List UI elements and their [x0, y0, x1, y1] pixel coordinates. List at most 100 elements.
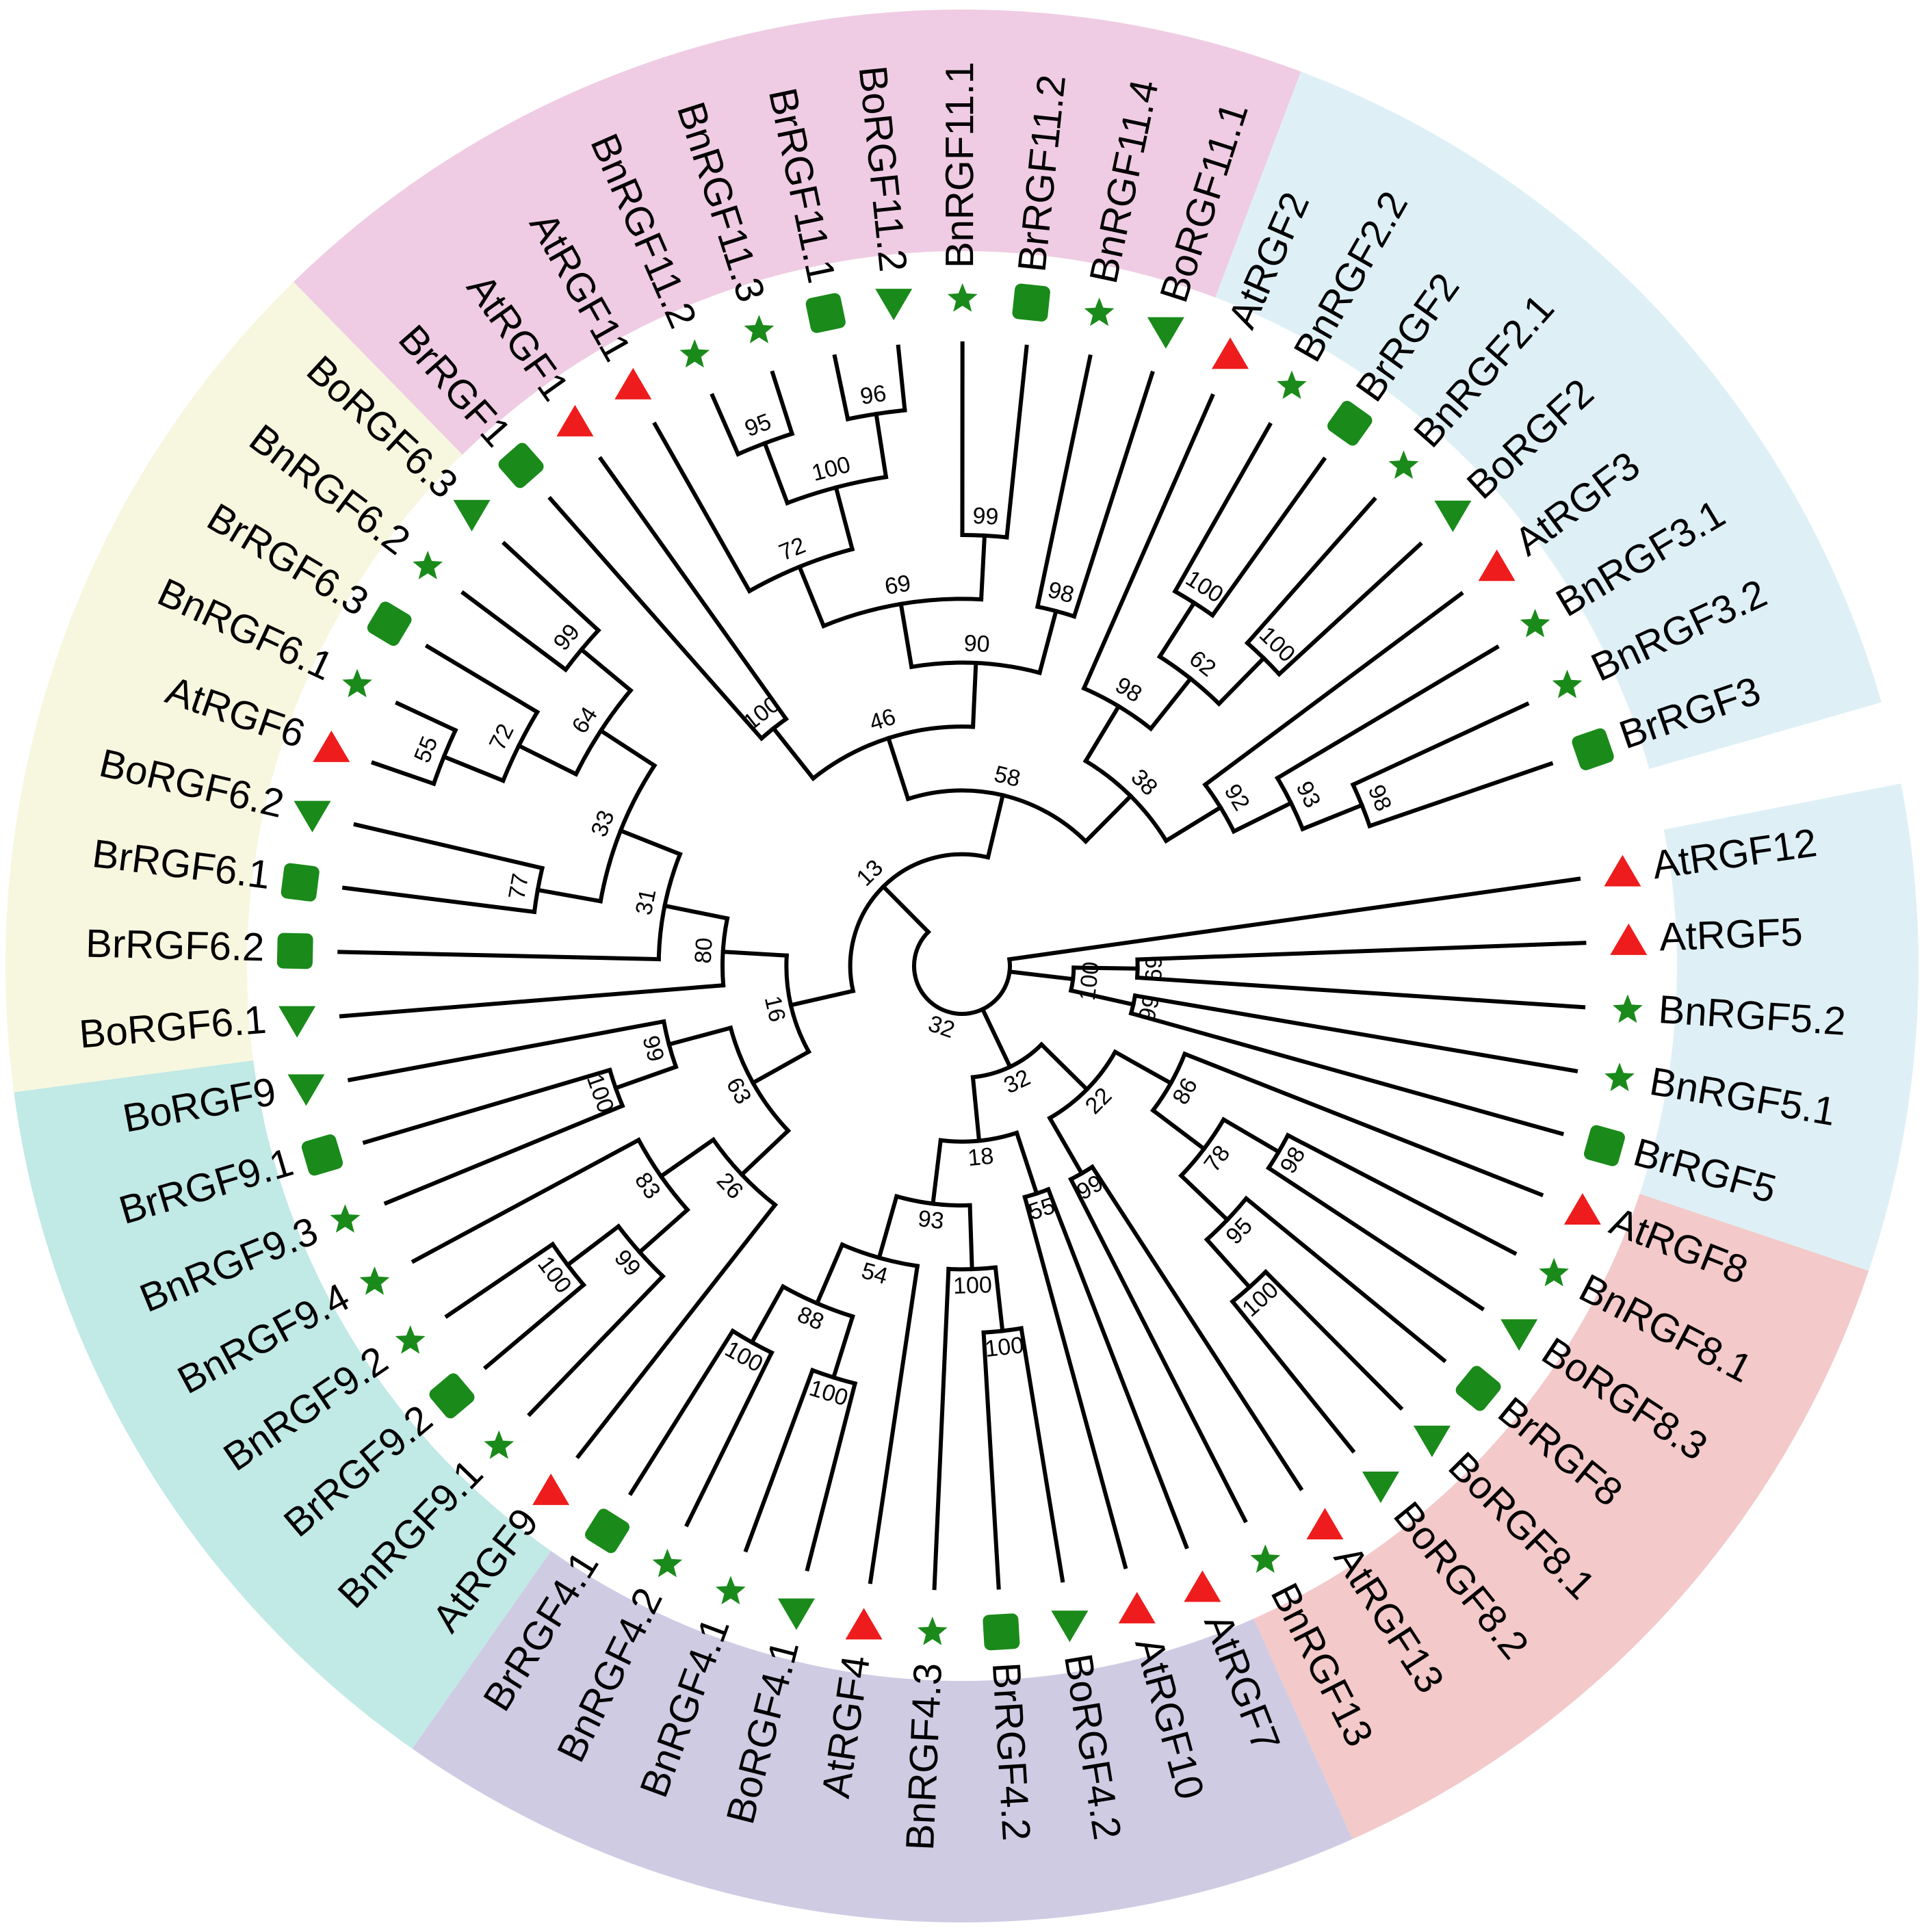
branch-arc	[780, 1283, 855, 1320]
branch-arc	[1081, 686, 1154, 732]
napus-star-marker	[484, 1430, 515, 1459]
branch-line	[788, 988, 856, 1008]
branch-arc	[1082, 758, 1169, 844]
branch-line	[1266, 1165, 1485, 1311]
bootstrap-value: 18	[967, 1143, 995, 1172]
branch-line	[762, 441, 790, 506]
branch-line	[383, 1103, 625, 1206]
branch-arc	[1047, 1049, 1118, 1121]
napus-star-marker	[342, 668, 372, 698]
branch-line	[444, 1241, 556, 1319]
branch-line	[743, 1368, 816, 1553]
branch-line	[868, 1264, 920, 1584]
branch-arc	[810, 724, 976, 781]
oleracea-triangle-marker	[1434, 500, 1472, 532]
oleracea-triangle-marker	[1051, 1610, 1089, 1643]
branch-arc	[848, 852, 991, 994]
branch-arc	[784, 953, 812, 1055]
rapa-square-marker	[1012, 283, 1050, 322]
arabidopsis-triangle-marker	[1118, 1591, 1156, 1623]
branch-arc	[656, 851, 683, 962]
species-marker-layer	[276, 283, 1648, 1651]
napus-star-marker	[330, 1204, 361, 1233]
branch-line	[1082, 793, 1134, 845]
rapa-square-marker	[1584, 1125, 1625, 1166]
branch-line	[627, 1328, 736, 1496]
napus-star-marker	[1084, 297, 1115, 326]
branch-line	[1231, 800, 1294, 835]
arabidopsis-triangle-marker	[845, 1608, 883, 1640]
branch-line	[1262, 1268, 1404, 1411]
branch-line	[1285, 1132, 1518, 1256]
napus-star-marker	[1520, 608, 1550, 638]
bootstrap-value: 31	[631, 887, 662, 917]
branch-line	[362, 1067, 613, 1145]
branch-line	[1019, 1326, 1065, 1583]
arabidopsis-triangle-marker	[532, 1473, 570, 1505]
oleracea-triangle-marker	[287, 1074, 325, 1106]
branch-line	[981, 1330, 1001, 1590]
branch-line	[738, 1127, 792, 1178]
branch-arc	[960, 532, 1009, 540]
branch-arc	[500, 709, 541, 783]
napus-star-marker	[413, 551, 443, 579]
branch-arc	[1156, 653, 1222, 707]
rapa-square-marker	[585, 1509, 629, 1554]
bootstrap-value: 99	[1134, 993, 1165, 1023]
oleracea-triangle-marker	[1413, 1425, 1451, 1457]
branch-line	[1037, 608, 1059, 676]
branch-line	[898, 601, 914, 670]
branch-line	[1243, 1195, 1447, 1363]
branch-line	[652, 421, 753, 594]
bootstrap-value: 100	[952, 1272, 992, 1299]
branch-line	[805, 1381, 858, 1572]
branch-line	[666, 1025, 733, 1047]
oleracea-triangle-marker	[1147, 317, 1184, 349]
branch-line	[662, 903, 730, 921]
oleracea-triangle-marker	[294, 800, 331, 833]
leaf-label: BnRGF11.1	[937, 62, 982, 268]
branch-line	[1112, 1049, 1174, 1086]
napus-star-marker	[652, 1548, 683, 1578]
branch-line	[833, 484, 855, 552]
branch-line	[967, 1203, 974, 1272]
branch-line	[658, 1136, 716, 1179]
branch-line	[1128, 1010, 1565, 1136]
branch-line	[1299, 802, 1365, 832]
napus-star-marker	[917, 1617, 948, 1645]
branch-line	[1204, 1236, 1253, 1290]
rapa-square-marker	[429, 1373, 475, 1419]
napus-star-marker	[947, 283, 978, 312]
branch-line	[636, 1207, 690, 1255]
branch-line	[720, 949, 789, 958]
branch-line	[1089, 1164, 1304, 1491]
branch-line	[337, 950, 661, 962]
arabidopsis-triangle-marker	[1212, 337, 1249, 369]
branch-line	[1367, 761, 1554, 829]
branch-line	[575, 1201, 779, 1459]
branch-line	[796, 564, 827, 629]
branch-line	[1150, 1107, 1207, 1152]
branch-line	[1163, 805, 1224, 844]
branch-line	[370, 760, 437, 787]
branch-line	[874, 411, 889, 480]
napus-star-marker	[679, 339, 710, 368]
branch-arc	[710, 1136, 779, 1208]
branch-line	[932, 1266, 951, 1591]
bootstrap-value: 100	[1074, 961, 1104, 1002]
branch-line	[339, 982, 726, 1019]
branch-layer	[337, 341, 1587, 1591]
branch-line	[980, 1006, 1013, 1070]
branch-line	[1006, 876, 1581, 962]
branch-arc	[636, 1137, 690, 1213]
leaf-label: BnRGF4.3	[898, 1662, 950, 1851]
branch-line	[896, 344, 907, 413]
arabidopsis-triangle-marker	[1478, 549, 1516, 582]
napus-star-marker	[395, 1325, 426, 1354]
napus-star-marker	[1539, 1257, 1569, 1287]
branch-line	[1071, 965, 1140, 971]
branch-line	[1276, 541, 1423, 677]
branch-line	[482, 1281, 587, 1370]
rapa-square-marker	[1327, 400, 1373, 446]
